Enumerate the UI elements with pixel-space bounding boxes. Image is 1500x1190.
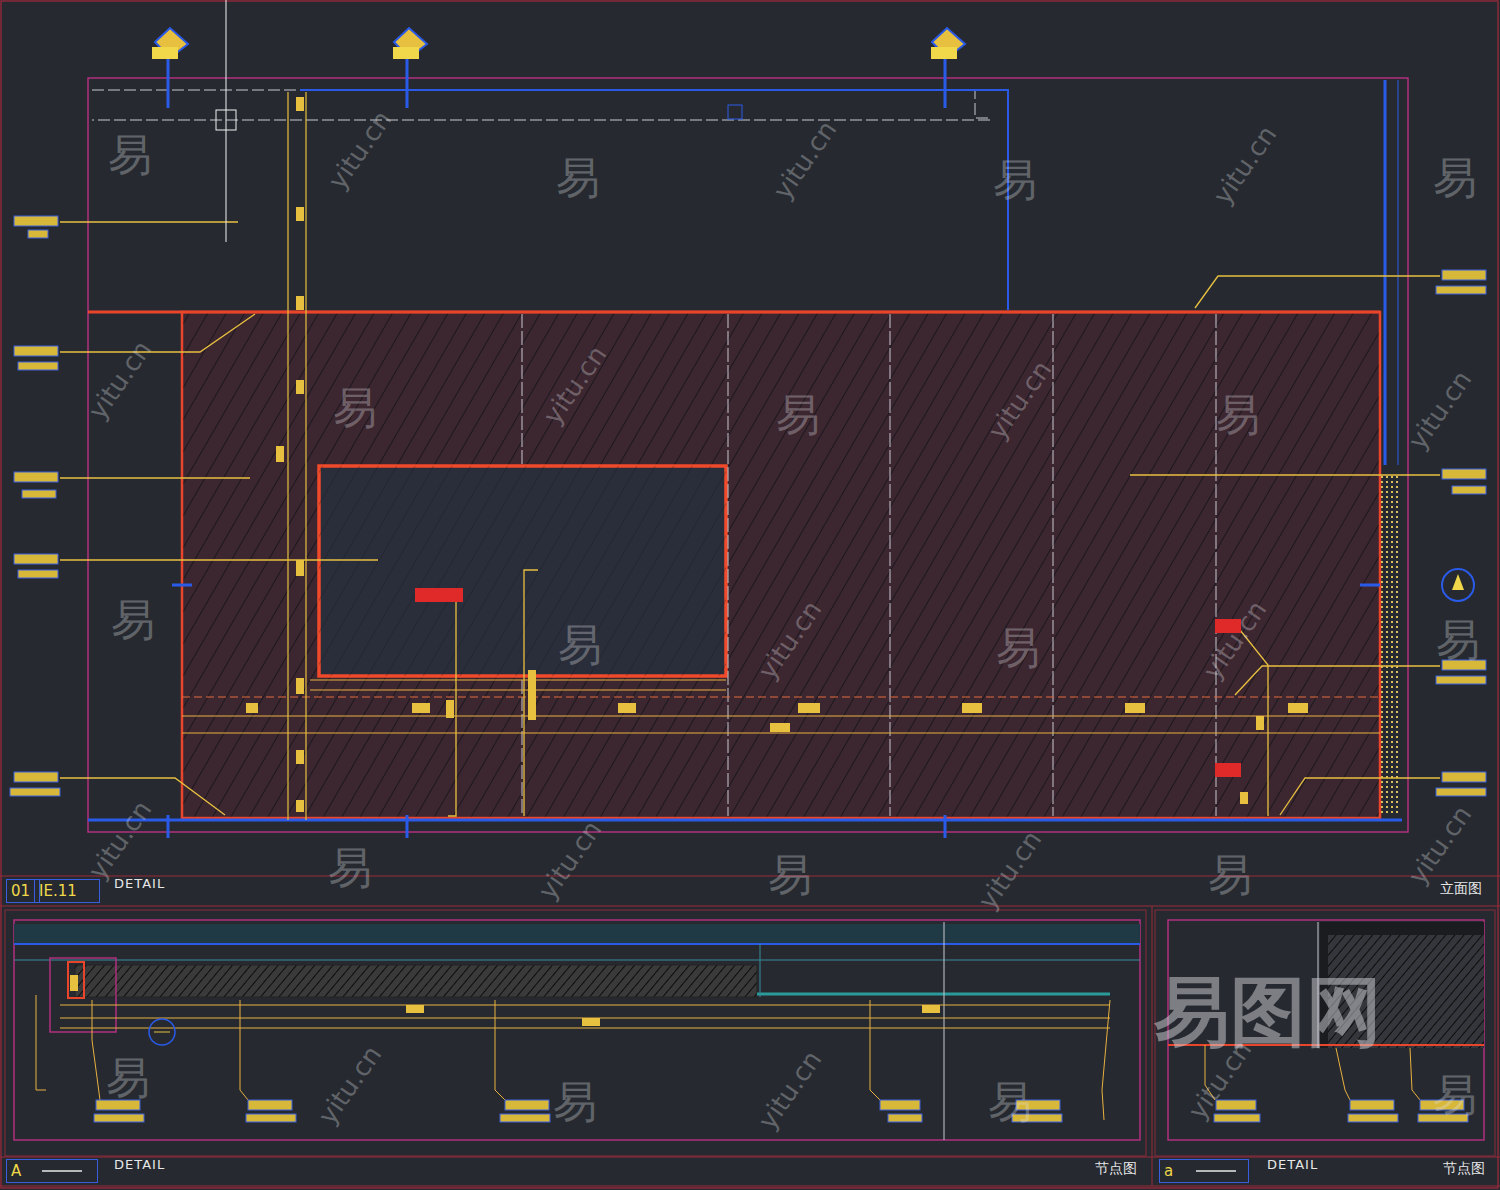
watermark: 易 [333,384,377,432]
watermark: 易 [768,851,812,899]
watermark: 易 [776,391,820,439]
title-tag-box: A [6,1159,98,1183]
watermark: yitu.cn [753,1046,827,1135]
tag-text: IE.11 [35,884,81,899]
sheet-title: 节点图 [1441,1161,1487,1176]
sheet-title: 易图网 [1154,970,1382,1054]
sheet-title: DETAIL [112,877,167,891]
tag-text: A [7,1164,25,1179]
watermark: yitu.cn [313,1041,387,1130]
watermark: 易 [993,156,1037,204]
watermark: yitu.cn [1208,121,1282,210]
watermark: yitu.cn [538,341,612,430]
watermark: yitu.cn [323,106,397,195]
sheet-title: DETAIL [1265,1158,1320,1172]
watermark: yitu.cn [768,116,842,205]
watermark: yitu.cn [1403,366,1477,455]
watermark: 易 [558,621,602,669]
sheet-title: 立面图 [1438,881,1484,896]
watermark: 易 [106,1054,150,1102]
watermark: yitu.cn [533,816,607,905]
watermark: yitu.cn [83,336,157,425]
watermark: 易 [1433,1071,1477,1119]
sheet-title: DETAIL [112,1158,167,1172]
watermark: 易 [556,154,600,202]
watermark: 易 [111,596,155,644]
watermark: 易 [1433,154,1477,202]
watermark: 易 [1216,391,1260,439]
watermark: 易 [988,1078,1032,1126]
watermark: yitu.cn [753,596,827,685]
watermark: 易 [1436,616,1480,664]
watermark: yitu.cn [1403,801,1477,890]
watermark: yitu.cn [83,796,157,885]
detail-a [5,910,1146,1171]
watermark: 易 [1208,851,1252,899]
watermark: 易 [108,131,152,179]
sheet-title: 节点图 [1093,1161,1139,1176]
title-tag-box: a [1159,1159,1249,1183]
detail-small-a [1155,910,1495,1171]
watermark: 易 [328,844,372,892]
watermark: 易 [996,624,1040,672]
elevation-view [10,0,1486,838]
tag-text: 01 [7,884,34,899]
watermark: yitu.cn [983,356,1057,445]
watermark: yitu.cn [1198,596,1272,685]
title-tag-box: IE.11 [34,879,100,903]
tag-text: a [1160,1164,1177,1179]
watermark: 易 [553,1078,597,1126]
watermark: yitu.cn [973,826,1047,915]
